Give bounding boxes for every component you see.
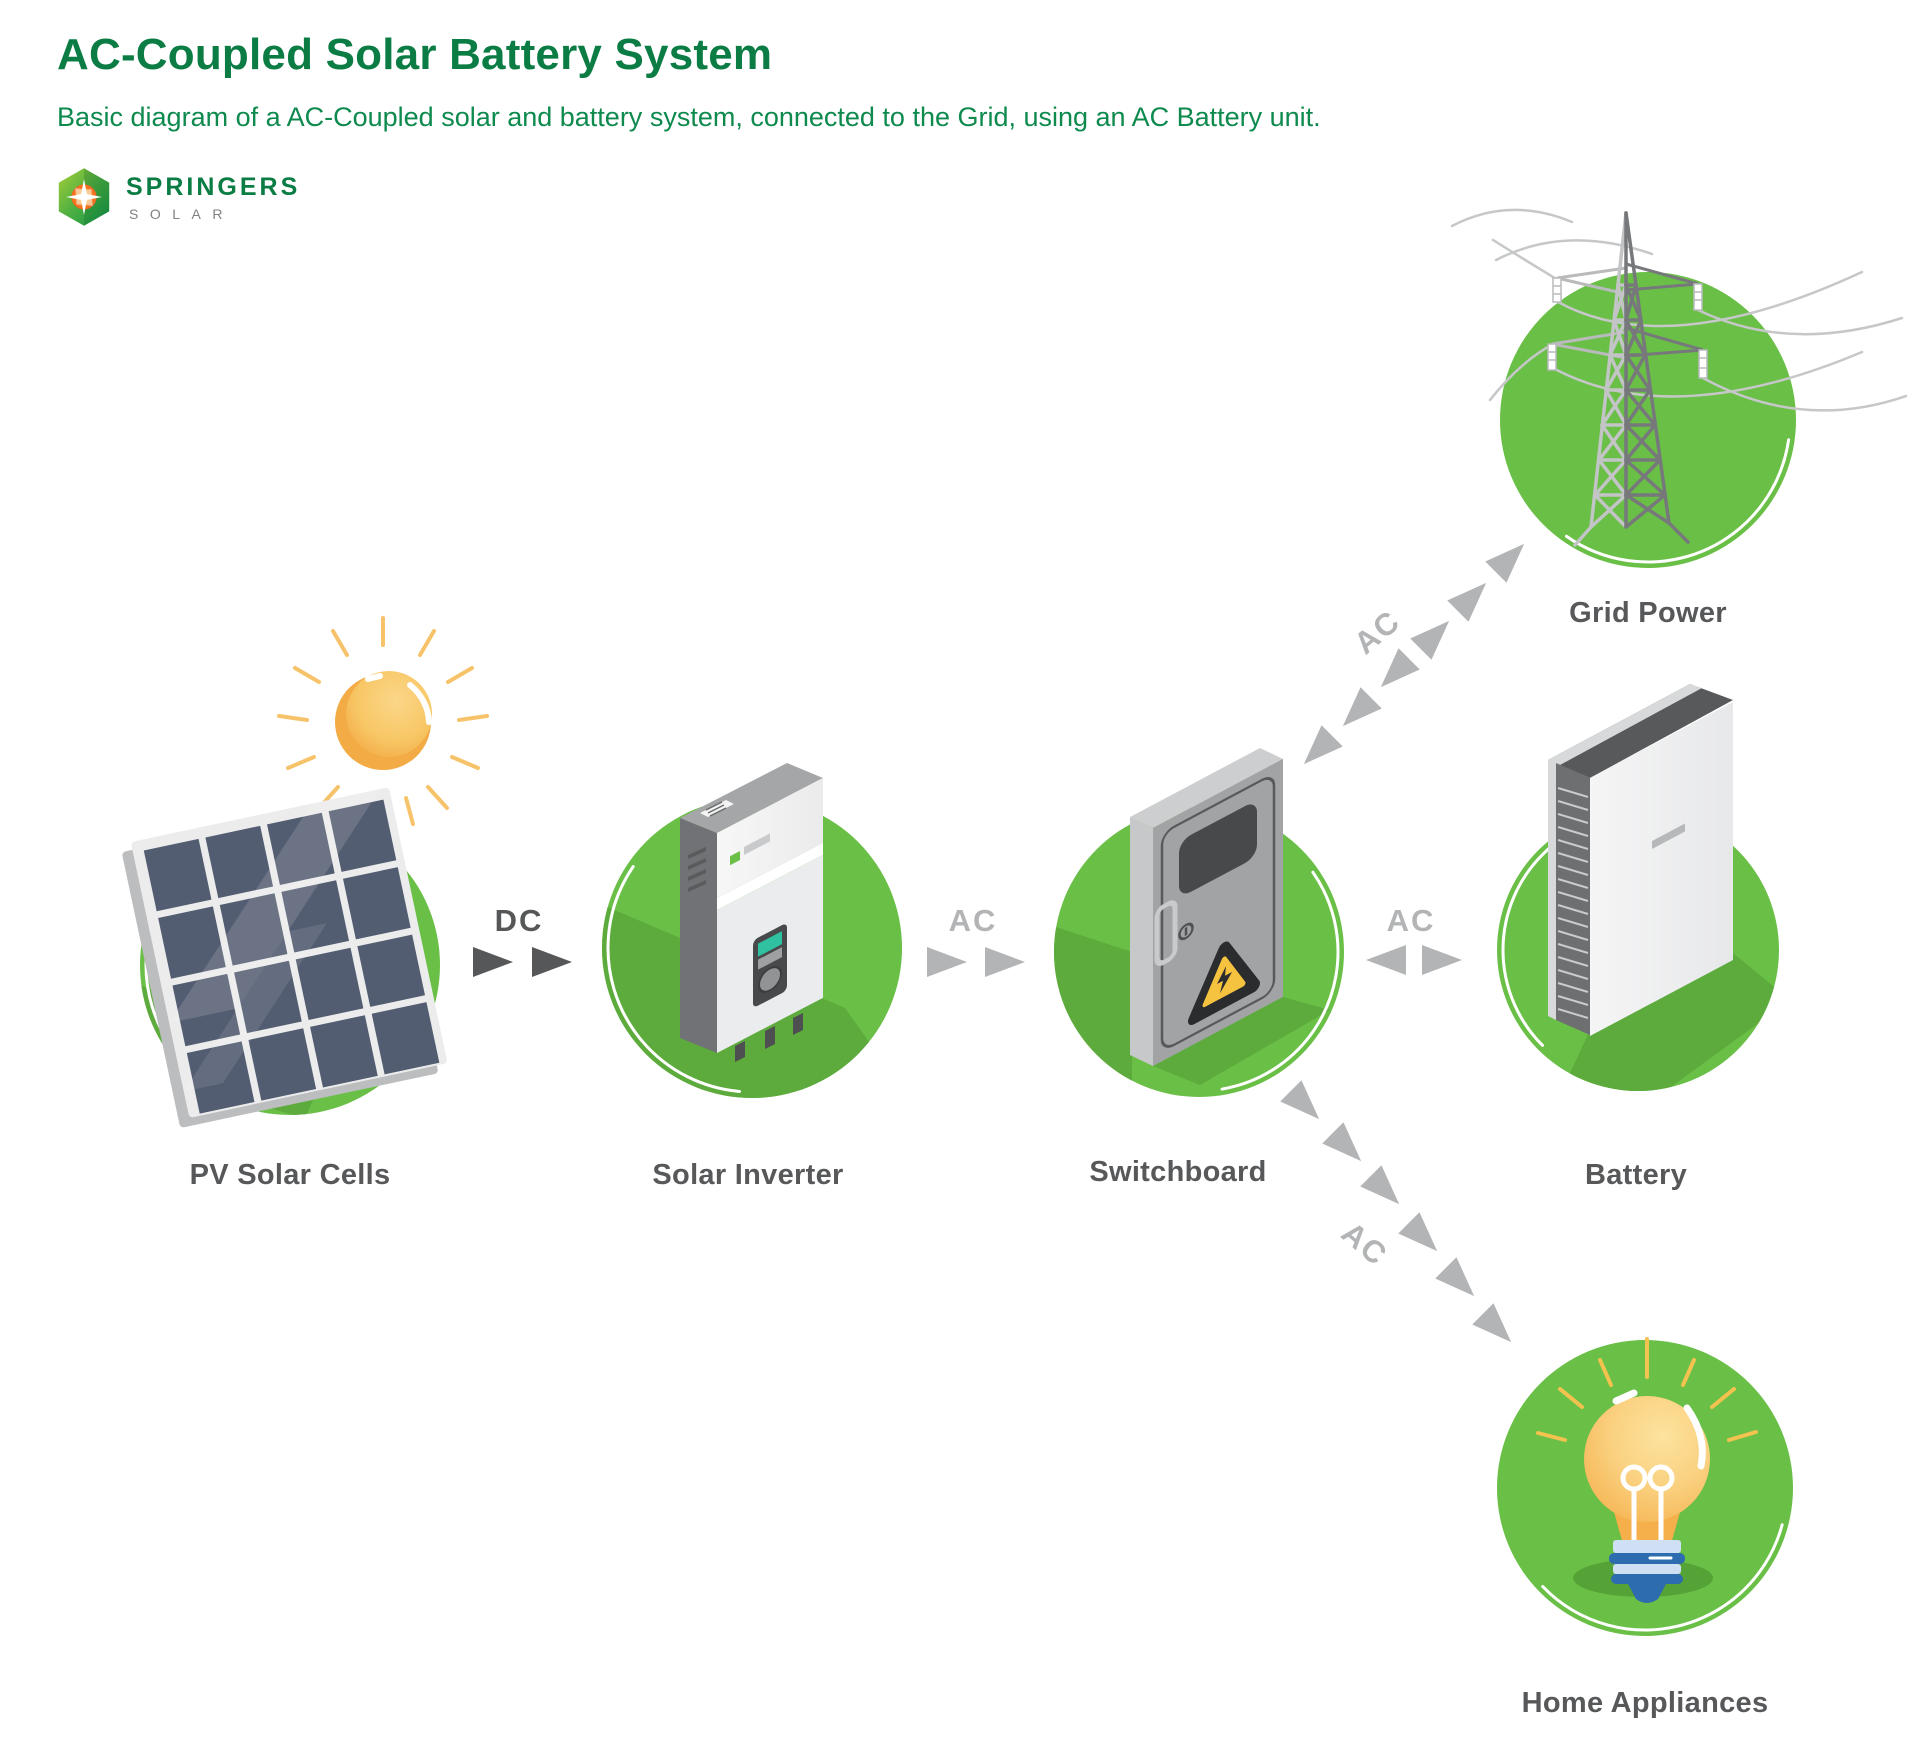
ac-arrows-1-icon — [927, 947, 1025, 977]
link-switchboard-battery: AC — [1366, 903, 1462, 975]
dc-arrows-icon — [473, 947, 572, 977]
battery-sketch-arc — [1501, 813, 1775, 1087]
grid-sketch-arc-1 — [1504, 276, 1792, 564]
sun-icon — [277, 616, 489, 826]
pv-label: PV Solar Cells — [190, 1159, 391, 1191]
bulb-filament — [1620, 1464, 1675, 1540]
grid-label: Grid Power — [1569, 597, 1727, 629]
logo-subbrand-text: SOLAR — [129, 205, 234, 222]
battery-icon — [1548, 684, 1733, 1036]
battery-node: Battery — [1497, 684, 1779, 1191]
home-node: Home Appliances — [1497, 1337, 1793, 1719]
logo-brand-text: SPRINGERS — [126, 172, 301, 201]
dc-label: DC — [495, 903, 544, 938]
pv-node: PV Solar Cells — [122, 616, 489, 1191]
switchboard-node: Switchboard — [1054, 748, 1344, 1188]
switchboard-handle — [1154, 900, 1178, 966]
link-pv-inverter: DC — [473, 903, 572, 977]
bulb-base — [1609, 1540, 1685, 1603]
ac-arrows-grid-icon — [1293, 533, 1535, 775]
switchboard-label: Switchboard — [1089, 1156, 1266, 1188]
solar-panel-icon — [122, 787, 447, 1128]
ac-arrows-home-icon — [1280, 1080, 1522, 1353]
page-subtitle: Basic diagram of a AC-Coupled solar and … — [57, 102, 1321, 132]
ac-label-home: AC — [1335, 1215, 1395, 1273]
battery-label: Battery — [1585, 1159, 1687, 1191]
switchboard-icon — [1130, 748, 1283, 1066]
switchboard-window — [1179, 804, 1257, 894]
link-switchboard-home: AC — [1280, 1080, 1522, 1353]
home-label: Home Appliances — [1522, 1687, 1769, 1719]
inverter-display — [753, 924, 787, 1007]
high-voltage-warning-icon — [1188, 941, 1260, 1025]
ac-label-2: AC — [1387, 903, 1436, 938]
ac-arrows-2-icon — [1366, 945, 1462, 975]
grid-circle — [1500, 272, 1796, 568]
inverter-sketch-arc — [606, 802, 898, 1094]
link-inverter-switchboard: AC — [927, 903, 1025, 977]
link-switchboard-grid: AC — [1293, 533, 1535, 775]
inverter-icon — [680, 763, 823, 1062]
ac-label-1: AC — [949, 903, 998, 938]
switchboard-keyhole — [1178, 922, 1194, 941]
springers-solar-logo: SPRINGERS SOLAR — [57, 166, 300, 228]
grid-node: Grid Power — [1450, 208, 1908, 629]
page-title: AC-Coupled Solar Battery System — [57, 30, 773, 79]
home-sketch-arc — [1501, 1344, 1789, 1632]
grid-sketch-arc-2 — [1494, 266, 1802, 574]
switchboard-sketch-arc — [1058, 811, 1340, 1093]
transmission-tower-icon — [1450, 208, 1908, 547]
inverter-node: Solar Inverter — [602, 763, 902, 1191]
inverter-label: Solar Inverter — [652, 1159, 843, 1191]
light-bulb-icon — [1536, 1337, 1758, 1603]
logo-hexagon-icon — [58, 168, 110, 226]
